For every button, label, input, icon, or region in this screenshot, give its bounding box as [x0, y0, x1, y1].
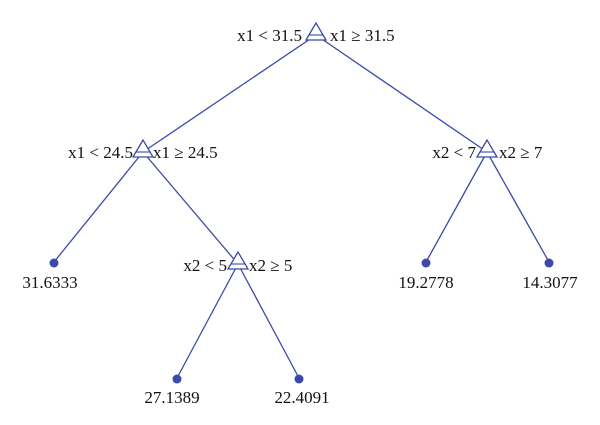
leaf-node-2: [172, 374, 182, 384]
leaf-value-1: 31.6333: [22, 273, 77, 292]
edge-nr-right: [486, 151, 550, 263]
split-node-right: [475, 138, 499, 158]
leaf-value-2: 27.1389: [144, 388, 199, 407]
split-node-left-right: [226, 250, 250, 270]
tree-edges: [53, 34, 550, 379]
node-right-left-label: x2 < 7: [432, 143, 476, 162]
edge-nr-left: [425, 151, 488, 263]
node-lr-right-label: x2 ≥ 5: [249, 256, 292, 275]
edge-nlr-right: [237, 263, 300, 379]
leaf-value-5: 14.3077: [522, 273, 578, 292]
edge-nl-leaf: [53, 151, 144, 263]
split-node-left: [131, 138, 155, 158]
node-left-right-label: x1 ≥ 24.5: [153, 143, 218, 162]
edge-root-left: [142, 34, 317, 153]
node-lr-left-label: x2 < 5: [183, 256, 227, 275]
edge-root-right: [315, 34, 488, 153]
node-right-right-label: x2 ≥ 7: [499, 143, 543, 162]
split-node-root: [304, 21, 328, 41]
node-left-left-label: x1 < 24.5: [68, 143, 133, 162]
root-left-label: x1 < 31.5: [237, 26, 302, 45]
leaf-node-4: [421, 258, 431, 268]
leaf-node-3: [294, 374, 304, 384]
leaf-value-3: 22.4091: [274, 388, 329, 407]
leaf-node-1: [49, 258, 59, 268]
edge-nl-nlr: [142, 151, 239, 265]
edge-nlr-left: [176, 263, 239, 379]
root-right-label: x1 ≥ 31.5: [330, 26, 395, 45]
leaf-node-5: [544, 258, 554, 268]
leaf-value-4: 19.2778: [398, 273, 453, 292]
